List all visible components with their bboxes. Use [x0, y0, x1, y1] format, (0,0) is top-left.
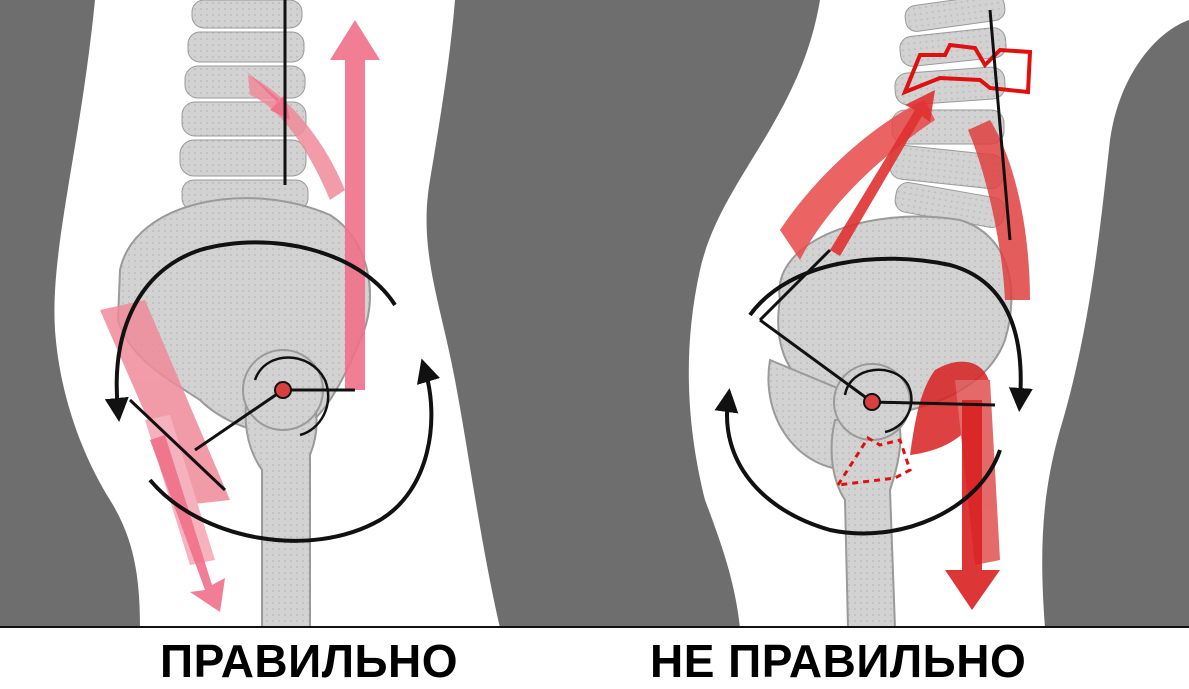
- rotation-arrow-counterclockwise-right: [714, 388, 1002, 536]
- upward-arrow-right: [830, 90, 935, 256]
- correct-posture-panel: [54, 0, 500, 628]
- caption-incorrect: НЕ ПРАВИЛЬНО: [650, 635, 1027, 687]
- upward-arrow-left: [330, 20, 380, 390]
- rotation-arrow-clockwise-left: [148, 358, 440, 543]
- pinched-joint-highlight: [835, 435, 912, 487]
- downward-arrow-left: [150, 435, 225, 612]
- compressed-vertebrae-highlight: [901, 42, 1033, 96]
- rotation-arrow-counterclockwise-left: [104, 240, 397, 422]
- rotation-arrows-left: [104, 240, 440, 543]
- downward-arrow-right: [945, 400, 1000, 610]
- joint-rotation-ring-left: [253, 356, 330, 437]
- rotation-arrow-clockwise-right: [748, 256, 1033, 412]
- abdominal-muscle-right: [780, 100, 935, 260]
- spine-left: [179, 0, 309, 211]
- lever-lines-left: [128, 0, 355, 492]
- hamstring-muscle-left: [100, 300, 230, 505]
- incorrect-posture-panel: [688, 0, 1189, 628]
- lumbar-muscle-left: [248, 75, 345, 200]
- posture-illustration: [0, 0, 1189, 628]
- force-arrows-left: [150, 20, 380, 612]
- lever-lines-right: [758, 9, 1012, 407]
- joint-center-right: [863, 393, 881, 411]
- joint-center-left: [274, 381, 292, 399]
- small-arrow-left: [245, 70, 290, 120]
- joint-rotation-ring-right: [843, 368, 913, 434]
- caption-correct: ПРАВИЛЬНО: [160, 635, 459, 687]
- back-muscle-right: [968, 120, 1030, 300]
- femur-right: [830, 413, 902, 628]
- rotation-arrows-right: [714, 256, 1033, 536]
- force-arrows-right: [830, 90, 1000, 610]
